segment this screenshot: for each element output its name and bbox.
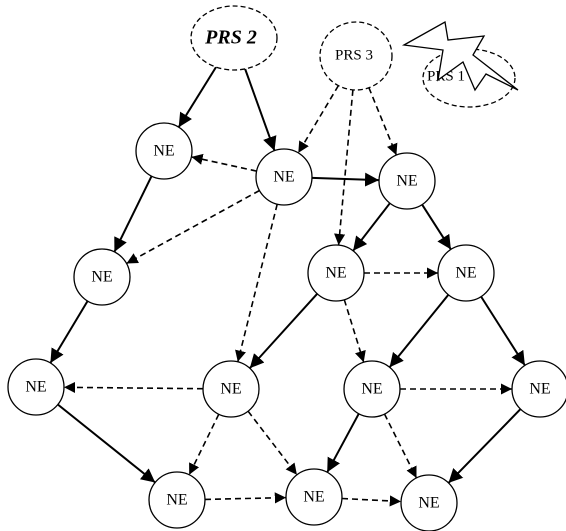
ne-node-j: NE [511,360,566,418]
ne-node-circle [202,360,260,418]
prs2-node: PRS 2 [190,5,278,71]
ne-node-circle [255,148,313,206]
ne-node-label: NE [396,173,417,190]
ne-node-circle [148,471,206,529]
dashed-link-prs3-ne_b [297,85,340,154]
ne-node-label: NE [273,169,294,186]
ne-node-label: NE [361,381,382,398]
ne-node-n: NE [400,474,458,531]
ne-node-circle [285,468,343,526]
ne-node-c: NE [378,152,436,210]
ne-node-h: NE [202,360,260,418]
dashed-link-ne_h-ne_k [188,413,220,476]
ne-node-d: NE [73,248,131,306]
solid-link-ne_c-ne_f [421,204,452,250]
ne-node-g: NE [7,358,65,416]
ne-node-label: NE [153,143,174,160]
ne-node-label: NE [220,381,241,398]
solid-link-ne_a-ne_d [113,175,153,253]
ne-node-circle [73,248,131,306]
solid-link-ne_f-ne_i [388,294,450,368]
dashed-link-prs3-ne_e [334,89,354,246]
dashed-link-ne_h-ne_g [63,381,204,394]
ne-node-label: NE [455,265,476,282]
solid-link-ne_j-ne_n [447,408,522,484]
ne-node-label: NE [303,489,324,506]
dashed-link-ne_b-ne_h [235,204,278,362]
dashed-link-ne_b-ne_a [191,153,257,172]
ne-node-a: NE [135,122,193,180]
ne-node-circle [307,244,365,302]
ne-node-i: NE [343,360,401,418]
dashed-link-prs3-ne_c [368,87,398,156]
solid-link-prs2-ne_b [244,68,277,152]
ne-node-circle [400,474,458,531]
dashed-link-ne_e-ne_i [343,299,366,363]
solid-link-ne_f-ne_j [480,296,526,366]
ne-node-circle [437,244,495,302]
ne-node-label: NE [166,492,187,509]
prs1-label: PRS 1 [427,68,465,84]
ne-node-circle [7,358,65,416]
solid-link-ne_i-ne_l [326,413,360,473]
solid-link-ne_c-ne_e [352,202,391,252]
solid-link-ne_d-ne_g [49,300,89,364]
ne-node-circle [343,360,401,418]
solid-link-prs2-ne_a [177,66,217,128]
ne-node-label: NE [418,495,439,512]
solid-link-ne_e-ne_h [249,293,318,369]
prs3-label: PRS 3 [335,47,373,63]
links-layer [49,66,526,507]
dashed-link-ne_h-ne_l [247,410,298,476]
ne-node-l: NE [285,468,343,526]
ne-node-label: NE [529,381,550,398]
ne-node-label: NE [91,269,112,286]
prs3-node: PRS 3 [319,21,393,91]
ne-node-circle [378,152,436,210]
dashed-link-ne_l-ne_n [341,495,402,507]
prs1-failed-node: PRS 1 [401,20,519,108]
ne-node-circle [135,122,193,180]
dashed-link-ne_k-ne_l [204,492,287,504]
lightning-icon [401,20,519,92]
ne-node-k: NE [148,471,206,529]
ne-node-circle [511,360,566,418]
ne-node-e: NE [307,244,365,302]
nodes-layer: NE NE NE NE NE NE NE NE NE NE NE NE NE [7,122,566,531]
solid-link-ne_b-ne_c [311,172,380,187]
prs2-label: PRS 2 [204,27,257,49]
ne-node-f: NE [437,244,495,302]
ne-node-b: NE [255,148,313,206]
dashed-link-ne_b-ne_d [126,189,260,265]
solid-link-ne_g-ne_k [57,403,156,484]
dashed-link-ne_i-ne_n [383,413,418,479]
ne-node-label: NE [25,379,46,396]
ne-node-label: NE [325,265,346,282]
